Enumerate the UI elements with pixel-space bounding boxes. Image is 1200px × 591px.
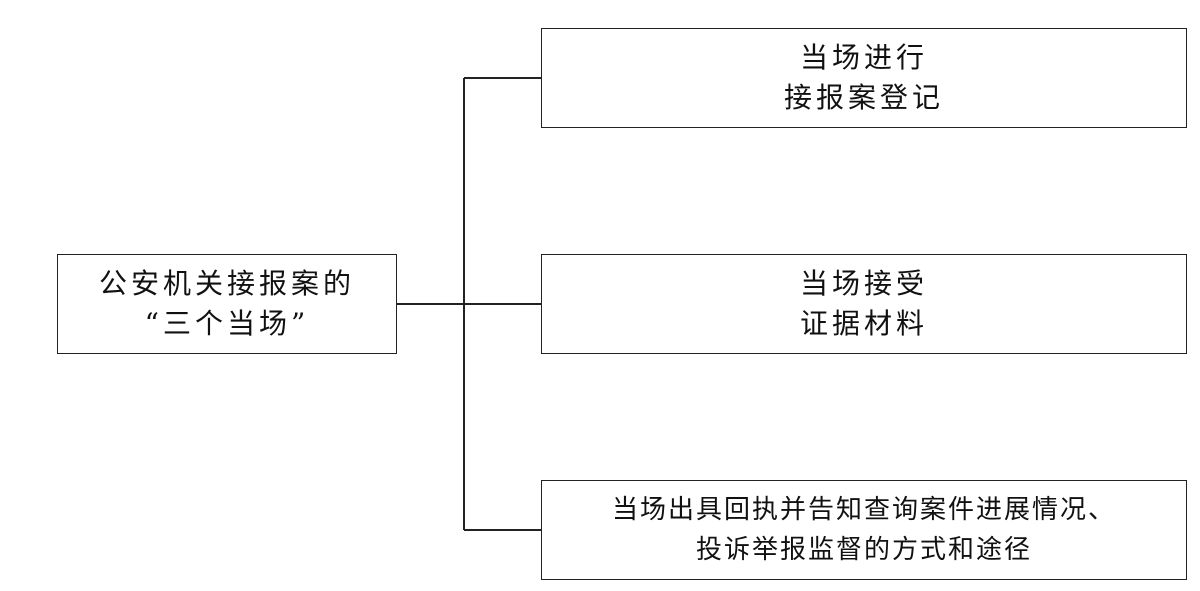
root-node: 公安机关接报案的 “三个当场” (57, 254, 397, 354)
child-node-1-line2: 接报案登记 (783, 81, 944, 114)
child-node-2: 当场接受 证据材料 (541, 254, 1187, 354)
child-node-3-line2: 投诉举报监督的方式和途径 (695, 535, 1032, 565)
child-node-1-line1: 当场进行 (799, 41, 928, 74)
child-node-1: 当场进行 接报案登记 (541, 28, 1187, 128)
root-node-line2: “三个当场” (144, 307, 310, 340)
child-node-2-line2: 证据材料 (799, 307, 928, 340)
child-node-3-line1: 当场出具回执并告知查询案件进展情况、 (611, 495, 1116, 525)
child-node-2-line1: 当场接受 (799, 267, 928, 300)
root-node-line1: 公安机关接报案的 (98, 267, 355, 300)
child-node-3: 当场出具回执并告知查询案件进展情况、 投诉举报监督的方式和途径 (541, 480, 1187, 580)
